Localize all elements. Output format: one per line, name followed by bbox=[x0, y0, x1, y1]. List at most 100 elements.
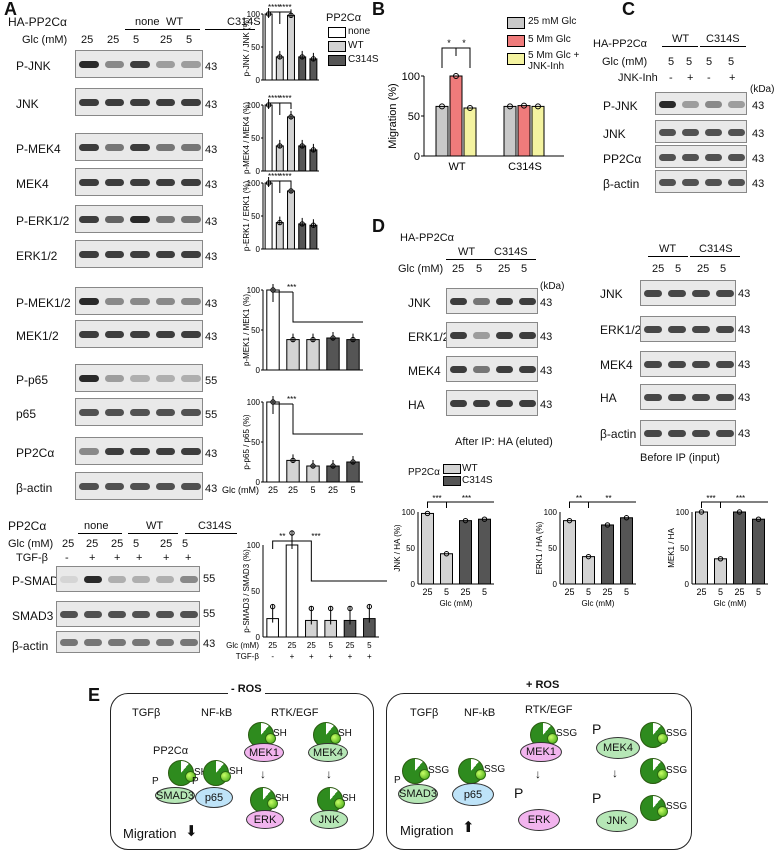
d-glc: 5 bbox=[521, 263, 528, 275]
bar bbox=[463, 107, 477, 157]
bar bbox=[695, 511, 708, 585]
blot-label-6: P-MEK1/2 bbox=[16, 296, 71, 310]
band bbox=[155, 409, 176, 416]
tick-label: 100 bbox=[247, 398, 261, 407]
band bbox=[692, 326, 710, 333]
bar bbox=[309, 224, 318, 250]
smad-tgf: + bbox=[136, 552, 143, 564]
band bbox=[79, 448, 99, 455]
band bbox=[692, 394, 710, 401]
band bbox=[728, 100, 745, 108]
mek1-sh: SH bbox=[273, 728, 287, 739]
sig-label: ** bbox=[279, 532, 285, 541]
tick-label: 100 bbox=[247, 541, 261, 550]
bar bbox=[435, 105, 449, 157]
tick-label: 50 bbox=[251, 587, 260, 596]
blot-0 bbox=[75, 50, 203, 78]
b-legend-3: 5 Mm Glc + JNK-Inh bbox=[528, 50, 580, 72]
smad-glc: 5 bbox=[182, 538, 189, 550]
mw-marker: 55 bbox=[203, 573, 216, 585]
smad-glc: 25 bbox=[111, 538, 124, 550]
band bbox=[181, 409, 201, 416]
chart-ylabel: p-p65 / p65 (%) bbox=[242, 414, 251, 469]
data-point bbox=[698, 509, 705, 515]
band bbox=[132, 639, 150, 646]
band bbox=[668, 394, 686, 401]
data-point bbox=[623, 515, 630, 521]
band bbox=[682, 100, 699, 108]
sig-label: * bbox=[462, 38, 466, 48]
mw-marker: 43 bbox=[540, 365, 553, 377]
blot-3 bbox=[75, 168, 203, 196]
data-point bbox=[269, 603, 276, 610]
band bbox=[692, 430, 710, 437]
band bbox=[705, 178, 722, 186]
d-ip-caption: After IP: HA (eluted) bbox=[455, 436, 553, 448]
chart-migration bbox=[421, 47, 564, 157]
band bbox=[728, 153, 745, 161]
x-tick: 25 bbox=[288, 641, 297, 650]
c-blot-2 bbox=[655, 145, 747, 168]
band bbox=[155, 216, 176, 223]
data-point bbox=[566, 517, 573, 524]
data-point bbox=[330, 463, 336, 469]
tgf-tick: + bbox=[348, 652, 353, 661]
data-point bbox=[736, 509, 743, 515]
plus-node-jnk: JNK bbox=[596, 810, 638, 832]
d-input-blot-3 bbox=[640, 384, 736, 410]
data-point bbox=[308, 605, 315, 612]
d-input-blot-2 bbox=[640, 351, 736, 377]
band bbox=[130, 483, 150, 490]
mw-marker: 43 bbox=[205, 61, 218, 73]
d-input-blot-4 bbox=[640, 420, 736, 446]
x-tick: C314S bbox=[508, 161, 542, 173]
bar bbox=[517, 105, 531, 157]
smad-pp2c-label: PP2Cα bbox=[8, 519, 47, 533]
d-legend-wt: WT bbox=[462, 463, 478, 474]
sig-label: *** bbox=[706, 494, 715, 503]
band bbox=[79, 216, 99, 223]
d-input-label-2: MEK4 bbox=[600, 358, 633, 372]
band bbox=[104, 216, 125, 223]
x-tick: 25 bbox=[422, 587, 432, 597]
mw-marker: 43 bbox=[205, 448, 218, 460]
chart-ylabel: ERK1 / HA (%) bbox=[535, 521, 544, 574]
panel-letter-c: C bbox=[622, 0, 635, 19]
bar bbox=[287, 190, 295, 250]
smad-glc: 25 bbox=[160, 538, 173, 550]
smad-group-wt: WT bbox=[146, 520, 164, 532]
chart-smad bbox=[262, 530, 387, 638]
sig-label: *** bbox=[287, 395, 296, 404]
data-point bbox=[366, 603, 373, 610]
tick-label: 100 bbox=[402, 71, 420, 83]
blot-7 bbox=[75, 320, 203, 348]
data-point bbox=[443, 551, 450, 557]
bar bbox=[531, 105, 545, 157]
band bbox=[181, 179, 201, 186]
p65-p: P bbox=[192, 776, 199, 787]
band bbox=[716, 361, 734, 368]
erk-sh: SH bbox=[275, 793, 289, 804]
b-legend-swatch-3 bbox=[507, 53, 525, 65]
tick-label: 0 bbox=[685, 580, 690, 589]
sig-label: ** bbox=[576, 494, 582, 503]
d-glc: 25 bbox=[498, 263, 511, 275]
data-point bbox=[755, 516, 762, 522]
x-tick: 5 bbox=[756, 587, 761, 597]
c-inh: - bbox=[707, 72, 711, 84]
band bbox=[496, 400, 513, 407]
d-input-label-0: JNK bbox=[600, 287, 623, 301]
bar bbox=[582, 556, 595, 585]
blot-5 bbox=[75, 240, 203, 268]
blot-label-7: MEK1/2 bbox=[16, 329, 59, 343]
bar bbox=[326, 337, 340, 371]
tick-label: 0 bbox=[411, 580, 416, 589]
bar bbox=[275, 222, 284, 250]
ball bbox=[657, 806, 668, 817]
band bbox=[692, 361, 710, 368]
band bbox=[84, 639, 102, 646]
c-blot-1 bbox=[655, 120, 747, 143]
data-point bbox=[424, 510, 431, 517]
band bbox=[644, 430, 662, 437]
smad-tgf: + bbox=[185, 552, 192, 564]
